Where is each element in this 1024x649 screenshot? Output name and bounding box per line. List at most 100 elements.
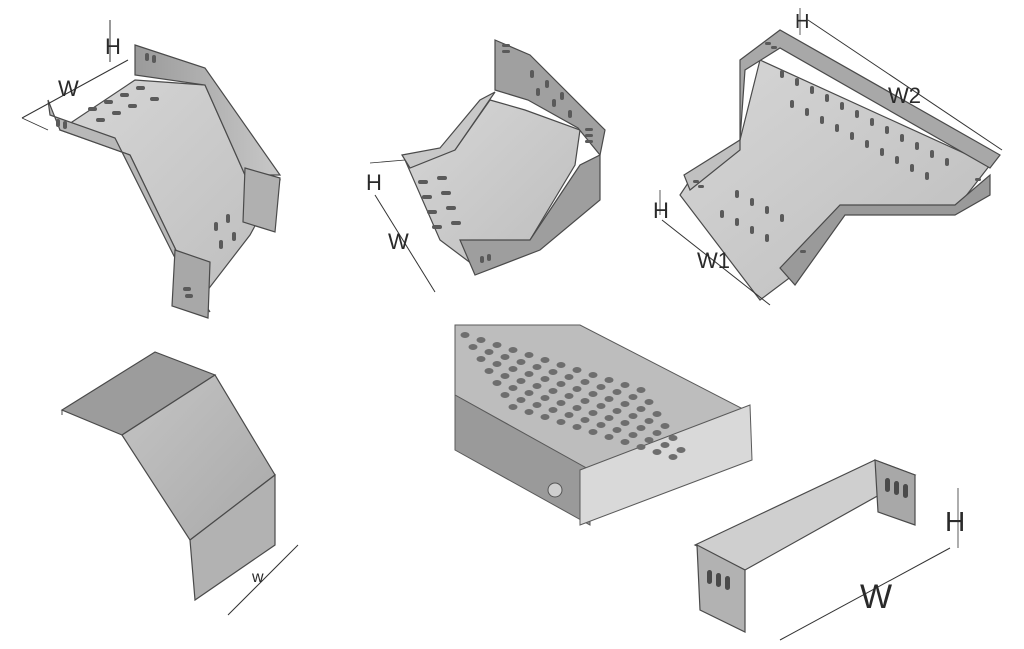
end-cap-label-w: W [860, 578, 893, 616]
perforation-hole [460, 332, 470, 338]
perforation-hole [612, 427, 622, 433]
tee-label-h-top: H [795, 11, 810, 33]
end-cap-dim-w [779, 547, 951, 641]
perforation-hole [492, 342, 502, 348]
perforation-hole [492, 380, 502, 386]
perforation-hole [476, 356, 486, 362]
tray-closeup-wall [579, 404, 753, 526]
tee-wall-left [683, 138, 741, 191]
perforation-hole [644, 399, 654, 405]
perforation-hole [572, 386, 582, 392]
perforation-hole [548, 388, 558, 394]
perforation-hole [596, 384, 606, 390]
tee-dim-w2 [807, 19, 1003, 151]
tee-label-w1: W1 [697, 248, 730, 273]
bend-90-label-h: H [366, 170, 382, 195]
perforation-hole [548, 369, 558, 375]
perforation-hole [596, 403, 606, 409]
perforation-hole [604, 377, 614, 383]
tee-label-h: H [653, 198, 669, 223]
perforation-hole [620, 401, 630, 407]
cover-bend-label-w: w [252, 569, 264, 586]
tray-closeup-holes [460, 332, 686, 460]
perforation-hole [572, 424, 582, 430]
tee-drawing [659, 8, 1003, 306]
perforation-hole [564, 374, 574, 380]
bend-45-end-tab [171, 249, 211, 319]
perforation-hole [500, 392, 510, 398]
bend-45-dim-w [21, 59, 129, 119]
perforation-hole [628, 432, 638, 438]
end-cap-drawing [693, 459, 959, 641]
perforation-hole [628, 413, 638, 419]
bend-90-drawing [369, 39, 606, 293]
tray-closeup-bolt [547, 482, 563, 498]
perforation-hole [516, 397, 526, 403]
perforation-hole [668, 454, 678, 460]
perforation-hole [540, 357, 550, 363]
perforation-hole [556, 362, 566, 368]
perforation-hole [612, 389, 622, 395]
perforation-hole [524, 409, 534, 415]
tee-slots [693, 42, 981, 253]
bend-90-wall-left [401, 91, 496, 169]
perforation-hole [660, 423, 670, 429]
perforation-hole [588, 391, 598, 397]
bend-90-wall-front [459, 154, 601, 276]
perforation-hole [620, 439, 630, 445]
perforation-hole [652, 449, 662, 455]
perforation-hole [508, 404, 518, 410]
perforation-hole [476, 337, 486, 343]
perforation-hole [508, 385, 518, 391]
perforation-hole [564, 393, 574, 399]
perforation-hole [508, 366, 518, 372]
perforation-hole [532, 402, 542, 408]
perforation-hole [500, 373, 510, 379]
bend-90-dim-h [369, 159, 406, 164]
perforation-hole [484, 349, 494, 355]
perforation-hole [580, 379, 590, 385]
perforation-hole [556, 400, 566, 406]
perforation-hole [604, 396, 614, 402]
perforation-hole [540, 395, 550, 401]
perforation-hole [572, 367, 582, 373]
perforation-hole [588, 429, 598, 435]
perforation-hole [604, 415, 614, 421]
perforation-hole [484, 368, 494, 374]
perforation-hole [636, 425, 646, 431]
perforation-hole [532, 364, 542, 370]
perforation-hole [588, 410, 598, 416]
perforation-hole [540, 376, 550, 382]
bend-90-dim-w [374, 194, 436, 293]
perforation-hole [500, 354, 510, 360]
tee-dim-w1 [661, 219, 771, 306]
bend-90-label-w: W [388, 229, 409, 254]
perforation-hole [628, 394, 638, 400]
perforation-hole [652, 430, 662, 436]
perforation-hole [604, 434, 614, 440]
perforation-hole [660, 442, 670, 448]
perforation-hole [556, 419, 566, 425]
perforation-hole [676, 447, 686, 453]
bend-45-drawing [21, 20, 282, 319]
perforation-hole [516, 359, 526, 365]
perforation-hole [644, 418, 654, 424]
perforation-hole [580, 417, 590, 423]
bend-45-label-h: H [105, 34, 121, 59]
perforation-hole [492, 361, 502, 367]
perforation-hole [524, 352, 534, 358]
cover-bend-dim-w [227, 544, 299, 616]
bend-45-end-tab-right [242, 167, 281, 233]
perforation-hole [540, 414, 550, 420]
perforation-hole [468, 344, 478, 350]
tee-label-w2: W2 [888, 83, 921, 108]
perforation-hole [548, 407, 558, 413]
perforation-hole [564, 412, 574, 418]
end-cap-label-h: H [945, 506, 966, 537]
perforation-hole [508, 347, 518, 353]
perforation-hole [644, 437, 654, 443]
perforation-hole [524, 371, 534, 377]
cover-bend-panel-bottom [189, 473, 276, 602]
perforation-hole [668, 435, 678, 441]
